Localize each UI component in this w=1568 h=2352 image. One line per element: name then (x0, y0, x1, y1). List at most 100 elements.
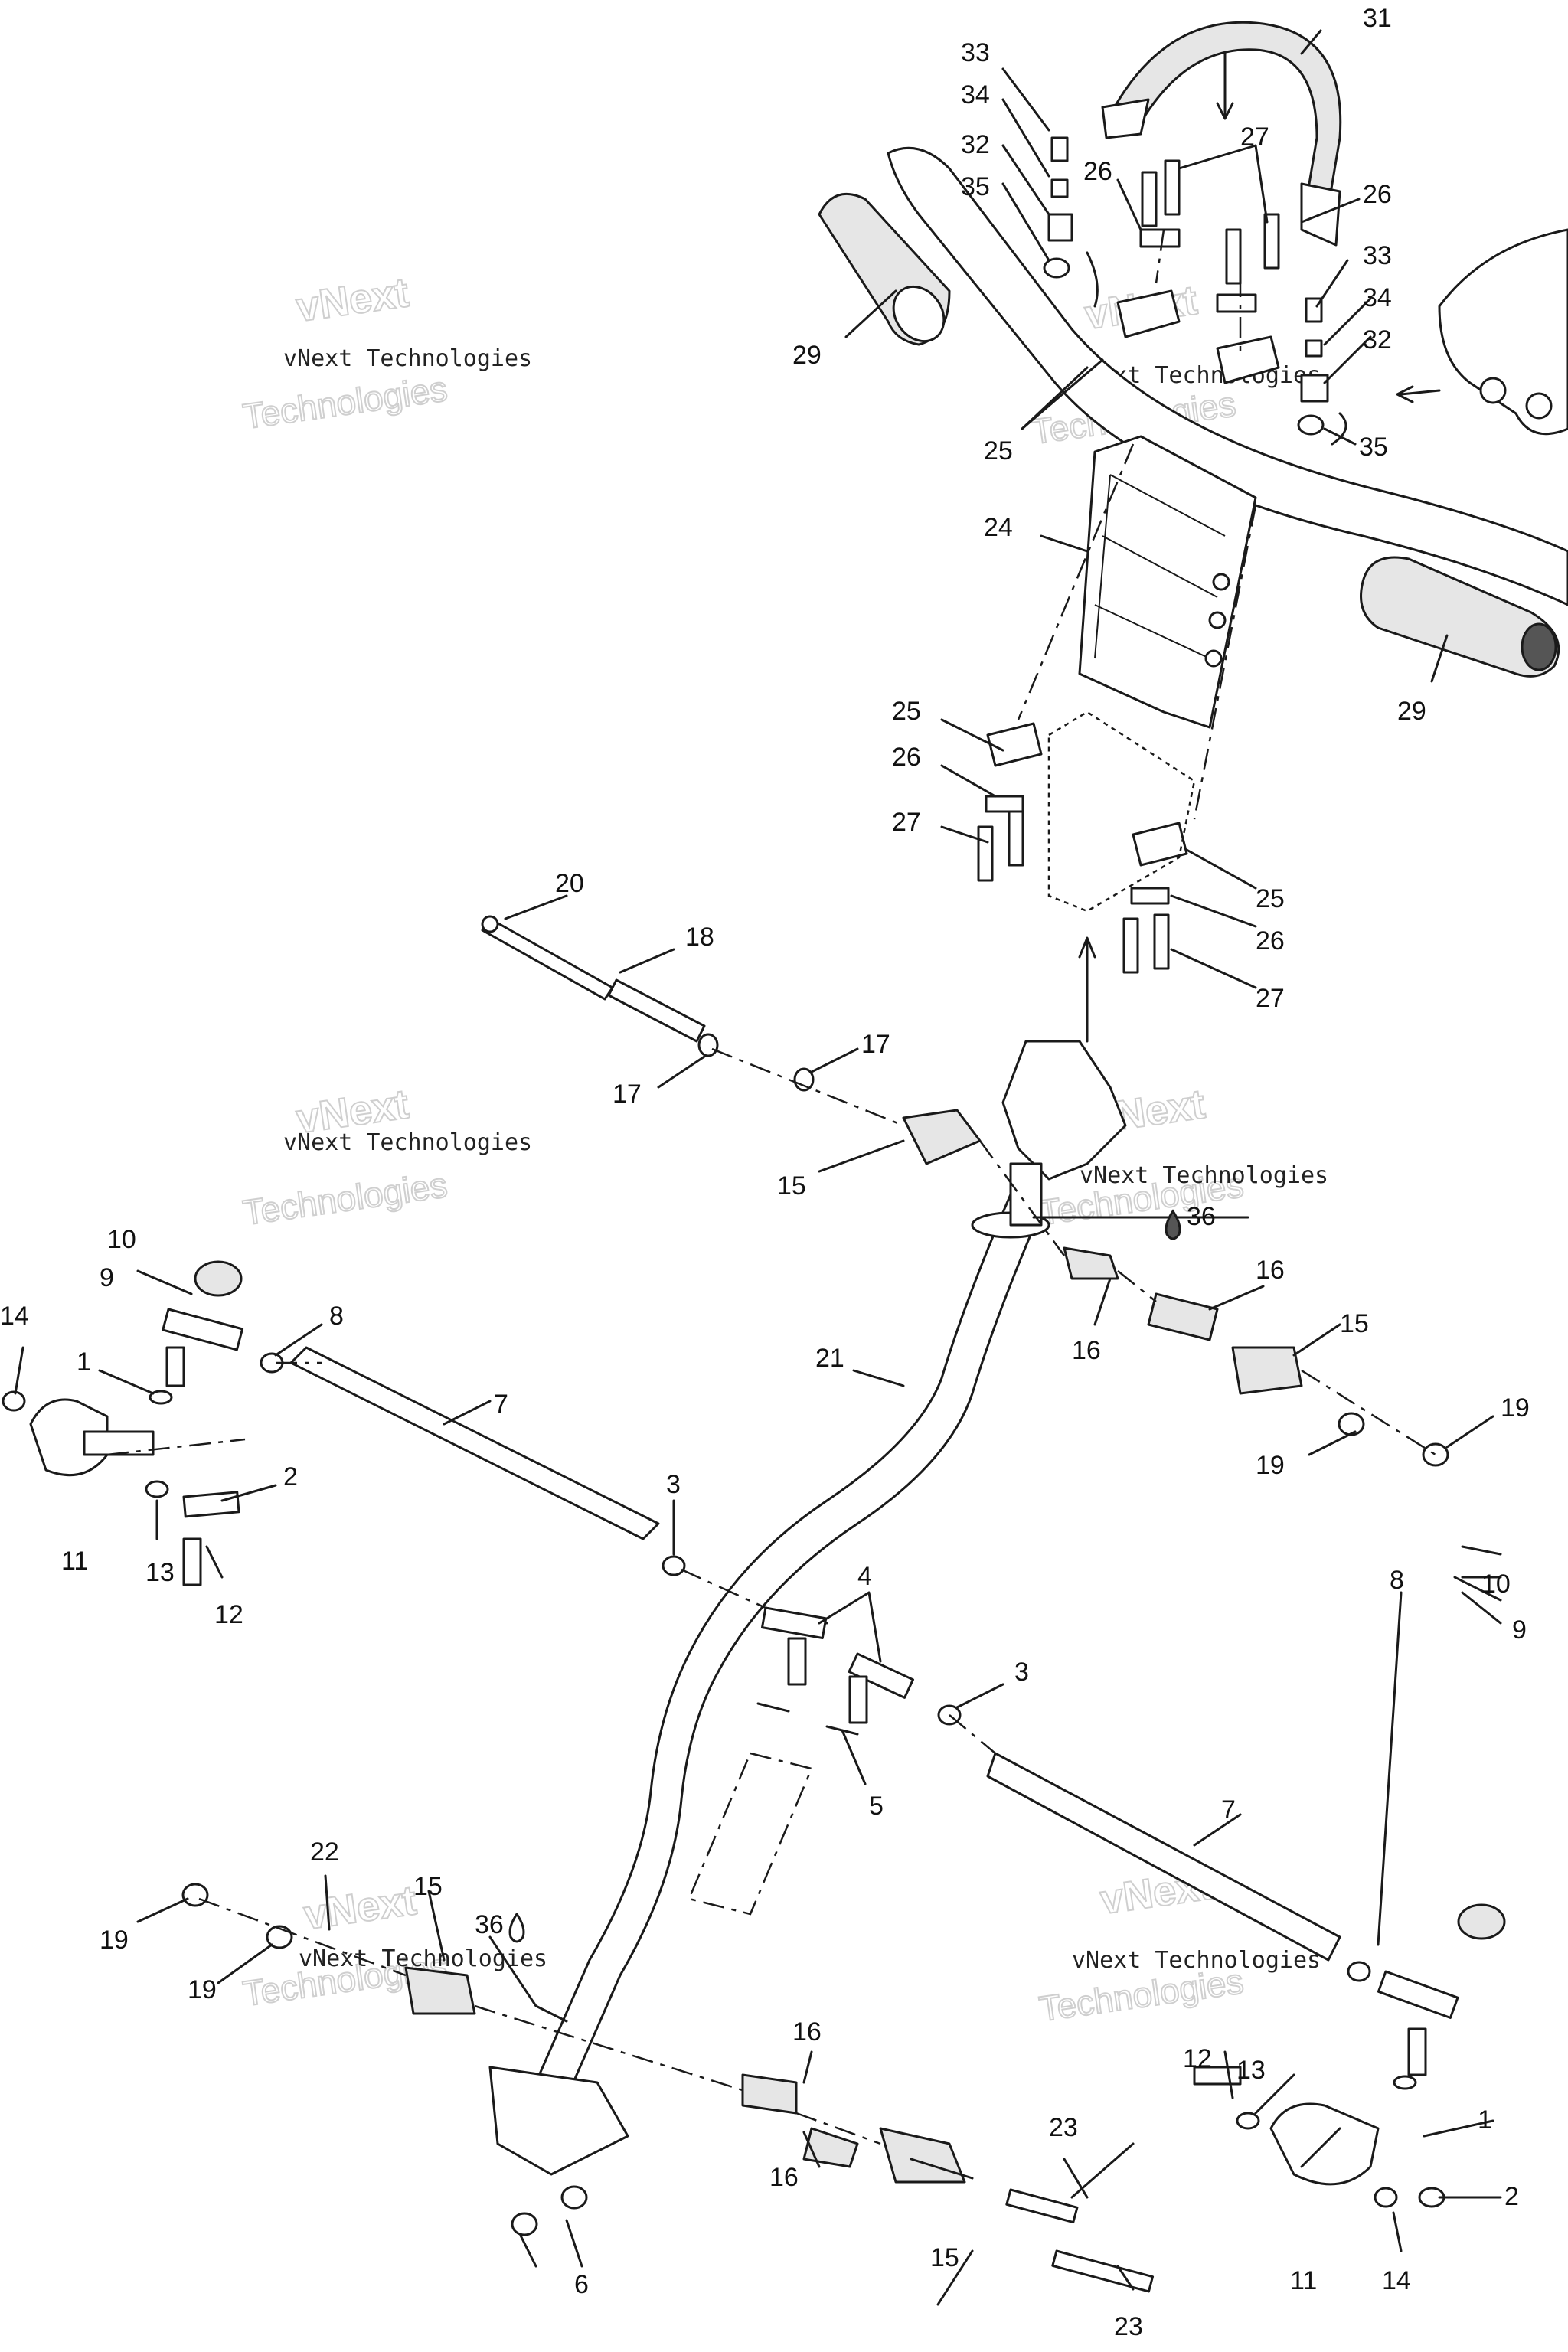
callout-labels: 33 34 32 35 26 27 26 33 34 32 35 31 29 2… (0, 4, 1530, 2341)
phantom-steering-head (1047, 710, 1196, 913)
bushing (1231, 1346, 1303, 1395)
watermark-top-left: vNext Technologies vNext Technologies (240, 269, 532, 437)
arrow-curved-icon (1331, 412, 1348, 446)
callout-12: 12 (214, 1600, 243, 1629)
callout-10: 10 (107, 1225, 136, 1254)
callout-17: 17 (612, 1080, 642, 1109)
watermark-bottom-right: vNext Technologies vNext Technologies (1036, 1861, 1321, 2030)
callout-19: 19 (1256, 1451, 1285, 1480)
oil-drop-icon (508, 1913, 525, 1943)
right-grip (1360, 556, 1560, 678)
lower-clamp-right (1132, 822, 1188, 867)
callout-26: 26 (1363, 180, 1392, 209)
callout-34: 34 (1363, 283, 1392, 312)
clamp-shim (1130, 887, 1170, 905)
screw (1050, 136, 1069, 162)
column-shaft-top (1009, 1162, 1043, 1227)
ball-joints (756, 1606, 915, 1736)
callout-29: 29 (792, 341, 822, 370)
callout-34: 34 (961, 80, 990, 109)
callout-10: 10 (1481, 1570, 1511, 1599)
tie-rod-left (289, 1346, 660, 1540)
callout-7: 7 (494, 1390, 508, 1419)
bolt (1225, 228, 1242, 285)
callout-21: 21 (815, 1344, 844, 1373)
bolts-27-top (1141, 159, 1280, 285)
watermark-big-line1: vNext (301, 1877, 419, 1939)
column-base-plate (488, 2066, 629, 2176)
upper-clamp-right (1216, 335, 1280, 384)
bolt (1141, 171, 1158, 227)
clamp-shim (985, 795, 1024, 813)
callout-19: 19 (100, 1926, 129, 1955)
arrow-up-icon (1078, 936, 1096, 1043)
oil-drop-icon (1165, 1209, 1181, 1240)
callout-25: 25 (1256, 884, 1285, 913)
watermark-mid-left: vNext Technologies vNext Technologies (240, 1080, 532, 1233)
callout-25: 25 (984, 436, 1013, 466)
callout-22: 22 (310, 1838, 339, 1867)
callout-5: 5 (869, 1792, 884, 1821)
ball-joint-stud (848, 1675, 868, 1724)
column-top-bracket (1001, 1040, 1127, 1181)
callout-16: 16 (1072, 1336, 1101, 1365)
upper-clamp-left (1116, 289, 1181, 338)
bolt (1122, 917, 1139, 974)
callout-14: 14 (0, 1302, 29, 1331)
callout-16: 16 (1256, 1256, 1285, 1285)
axis-line (949, 1714, 996, 1754)
callout-27: 27 (892, 808, 921, 837)
hardware-32-35-left (1043, 136, 1073, 279)
tie-rod-right (986, 1752, 1341, 1962)
callout-25: 25 (892, 697, 921, 726)
nut (1338, 1412, 1365, 1436)
callout-15: 15 (930, 2243, 959, 2272)
tie-rod-end (1377, 1970, 1459, 2020)
watermark-text: vNext Technologies (299, 1945, 547, 1972)
bushing (404, 1966, 476, 2015)
riser-hole (1204, 649, 1223, 668)
nut (181, 1883, 209, 1907)
riser-hole (1208, 611, 1227, 629)
bolt-head (481, 915, 499, 933)
callout-16: 16 (769, 2163, 799, 2192)
spacer (1147, 1292, 1219, 1341)
left-tie-rod-assembly (2, 1260, 828, 1625)
nut (560, 2185, 588, 2210)
jam-nut (1347, 1961, 1371, 1982)
callout-2: 2 (1504, 2182, 1519, 2211)
callout-36: 36 (1187, 1202, 1216, 1231)
callout-2: 2 (283, 1462, 298, 1491)
callout-1: 1 (1478, 2105, 1492, 2135)
pad-strap (1109, 21, 1342, 231)
callout-26: 26 (1256, 926, 1285, 956)
callout-18: 18 (685, 923, 714, 952)
clamp-shim (1139, 228, 1181, 248)
ball-joint (848, 1652, 915, 1699)
ball-stud (165, 1346, 185, 1387)
callout-26: 26 (1083, 157, 1112, 186)
circlip (1393, 2075, 1417, 2090)
watermark-big-line2: Technologies (240, 368, 449, 436)
washer (697, 1033, 719, 1057)
callout-3: 3 (1014, 1658, 1029, 1687)
pad-hole (1479, 377, 1507, 404)
jam-nut (662, 1555, 686, 1576)
handlebar (887, 146, 1568, 606)
watermark-text: vNext Technologies (283, 345, 532, 372)
axis-line (198, 1897, 881, 2145)
callout-32: 32 (1363, 325, 1392, 354)
callout-26: 26 (892, 743, 921, 772)
washer (793, 1067, 815, 1092)
bolt (1263, 213, 1280, 270)
callout-33: 33 (1363, 241, 1392, 270)
callout-15: 15 (777, 1171, 806, 1200)
bushing (879, 2127, 966, 2184)
callout-3: 3 (666, 1470, 681, 1499)
long-bolt (481, 917, 614, 1001)
bolt (977, 825, 994, 882)
strap-clip (1101, 98, 1150, 139)
sleeve (607, 978, 706, 1043)
washer (1050, 178, 1069, 198)
bolt (1153, 913, 1170, 970)
